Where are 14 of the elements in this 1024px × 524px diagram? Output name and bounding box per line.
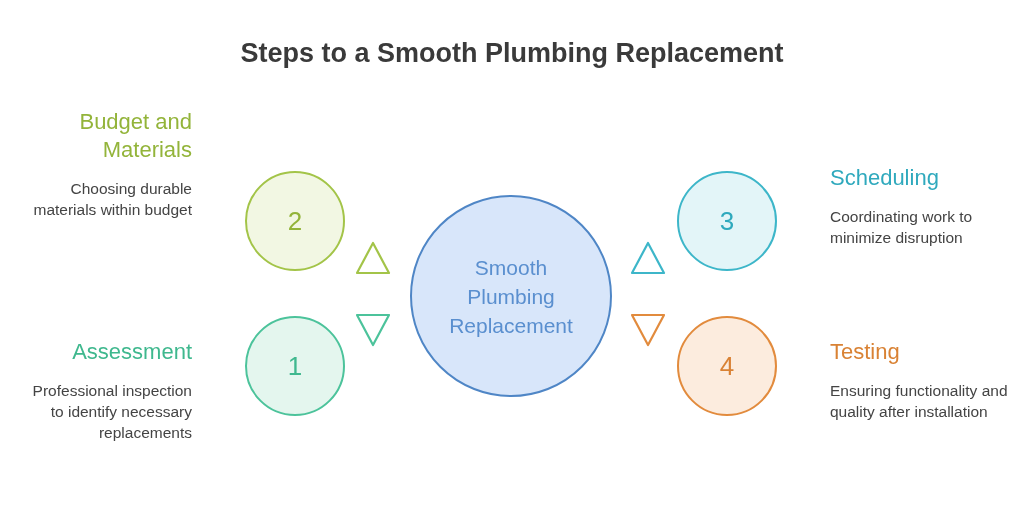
step-description: Choosing durable materials within budget xyxy=(32,179,192,220)
step-number: 2 xyxy=(287,205,303,237)
step-number: 4 xyxy=(719,350,735,382)
step-description: Ensuring functionality and quality after installation xyxy=(830,381,1009,422)
title: Steps to a Smooth Plumbing Replacement xyxy=(239,38,785,69)
step-description: Coordinating work to minimize disruption xyxy=(830,207,974,248)
step-number: 1 xyxy=(287,350,303,382)
step-heading: Assessment xyxy=(71,338,192,366)
step-heading: Budget and Materials xyxy=(78,108,192,164)
step-description: Professional inspection to identify necessary replacements xyxy=(31,381,192,443)
step-number: 3 xyxy=(719,205,735,237)
step-heading: Testing xyxy=(830,338,901,366)
step-heading: Scheduling xyxy=(830,164,940,192)
center-label: Smooth Plumbing Replacement xyxy=(448,254,574,339)
